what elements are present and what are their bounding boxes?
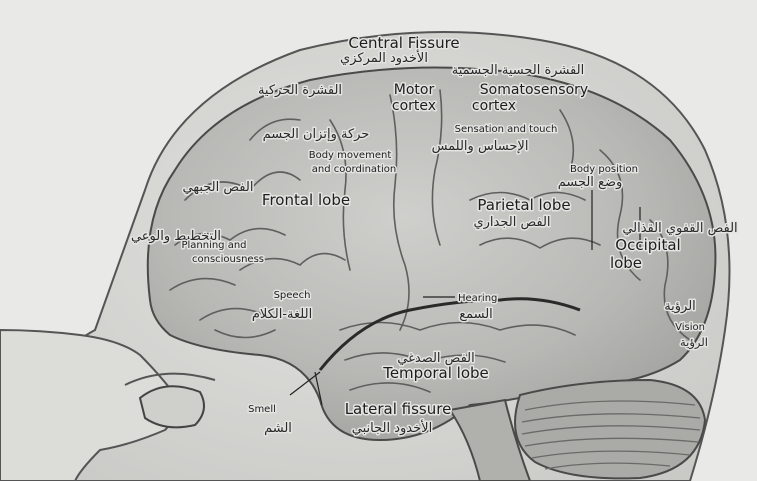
frontal-lobe-ar-label: الفص الجبهي — [183, 180, 254, 195]
body-position-label: Body position — [570, 164, 638, 175]
occipital-lobe-label-2: lobe — [610, 254, 642, 272]
sensation-touch-label: Sensation and touch — [455, 124, 558, 135]
hearing-label: Hearing — [458, 293, 497, 304]
eye-icon — [140, 386, 204, 427]
frontal-lobe-label: Frontal lobe — [262, 191, 350, 209]
speech-label: Speech — [274, 290, 311, 301]
body-movement-label-1: Body movement — [309, 150, 392, 161]
planning-label-2: consciousness — [192, 254, 264, 265]
smell-label: Smell — [248, 404, 276, 415]
central-fissure-ar-label: الأخدود المركزي — [340, 49, 428, 66]
lateral-fissure-label: Lateral fissure — [345, 400, 452, 418]
vision-label: Vision — [675, 322, 705, 333]
motor-cortex-ar-label: القشرة الحركية — [258, 83, 342, 98]
occipital-lobe-label-1: Occipital — [615, 236, 680, 254]
smell-ar-label: الشم — [264, 421, 292, 436]
vision-ar-label: الرؤية — [664, 299, 696, 314]
body-position-ar-label: وضع الجسم — [558, 175, 623, 190]
planning-label-1: Planning and — [181, 240, 246, 251]
central-fissure-label: Central Fissure — [348, 34, 459, 52]
parietal-lobe-label: Parietal lobe — [477, 196, 570, 214]
body-movement-label-2: and coordination — [312, 164, 396, 175]
somatosensory-ar-label: القشرة الحسية الجسمية — [452, 63, 584, 78]
somatosensory-label-1: Somatosensory — [480, 82, 588, 98]
motor-cortex-label-1: Motor — [394, 82, 435, 98]
speech-ar-label: اللغة-الكلام — [252, 307, 312, 322]
hearing-ar-label: السمع — [459, 307, 493, 322]
vision-ar-label-2: الرؤية — [680, 335, 708, 350]
parietal-lobe-ar-label: الفص الجداري — [473, 215, 550, 230]
motor-cortex-label-2: cortex — [392, 98, 436, 114]
occipital-lobe-ar-label: الفص القفوي القذالي — [622, 221, 737, 236]
sensation-touch-ar-label: الإحساس واللمس — [432, 139, 529, 154]
lateral-fissure-ar-label: الأخدود الجانبي — [352, 419, 432, 436]
temporal-lobe-label: Temporal lobe — [382, 364, 489, 382]
somatosensory-label-2: cortex — [472, 98, 516, 114]
body-movement-ar-label: حركة وإتزان الجسم — [263, 127, 370, 142]
